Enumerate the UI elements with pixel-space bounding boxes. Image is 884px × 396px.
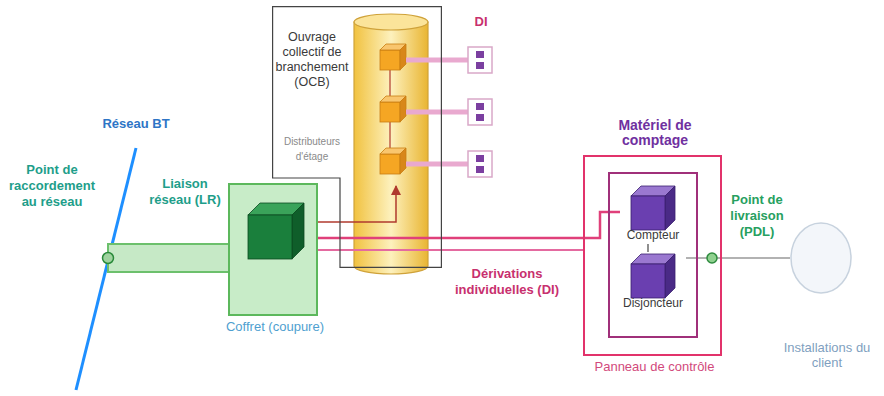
link-label: Liaison réseau (LR) — [148, 176, 222, 208]
ocb-cylinder — [354, 14, 428, 274]
connector — [318, 221, 340, 223]
metering-box: Matériel de comptageCompteurDisjoncteur — [608, 172, 698, 338]
network-label: Réseau BT — [96, 116, 176, 132]
di-boxes — [468, 47, 492, 177]
network-link-band — [108, 244, 232, 272]
box-label: Compteur — [616, 228, 690, 243]
derivation-label: Dérivations individuelles (DI) — [450, 266, 564, 298]
di-feeds — [406, 60, 468, 164]
client-ellipse: Installations du client — [790, 222, 852, 294]
ellipse-shape — [790, 222, 852, 294]
floor-distributors — [380, 44, 406, 174]
box-label: Disjoncteur — [616, 296, 690, 311]
delivery-point — [707, 253, 717, 263]
box-heading: Panneau de contrôle — [585, 359, 724, 374]
di-label: DI — [466, 14, 496, 30]
breaker-box: Disjoncteur — [620, 252, 686, 312]
connector — [647, 244, 648, 252]
connection-label: Point de raccordement au réseau — [2, 162, 102, 210]
sub-label: Distributeurs d'étage — [273, 134, 351, 164]
delivery-label: Point de livraison (PDL) — [724, 192, 790, 240]
coffret-box: Coffret (coupure) — [228, 183, 318, 316]
connector — [686, 257, 790, 258]
box-heading: Coffret (coupure) — [218, 319, 332, 334]
second-derivation — [318, 249, 583, 251]
coffret-shape — [230, 185, 320, 318]
connection-point — [103, 253, 114, 264]
box-heading: Ouvrage collectif de branchement (OCB) — [273, 30, 351, 90]
riser-arrow — [340, 186, 396, 222]
box-heading: Installations du client — [782, 340, 872, 370]
meter-box: Compteur — [620, 184, 686, 244]
control-panel: Panneau de contrôleMatériel de comptageC… — [583, 155, 722, 356]
connector — [318, 212, 620, 238]
ocb-enclosure: Ouvrage collectif de branchement (OCB) Di… — [272, 6, 442, 268]
box-heading: Matériel de comptage — [596, 118, 714, 148]
